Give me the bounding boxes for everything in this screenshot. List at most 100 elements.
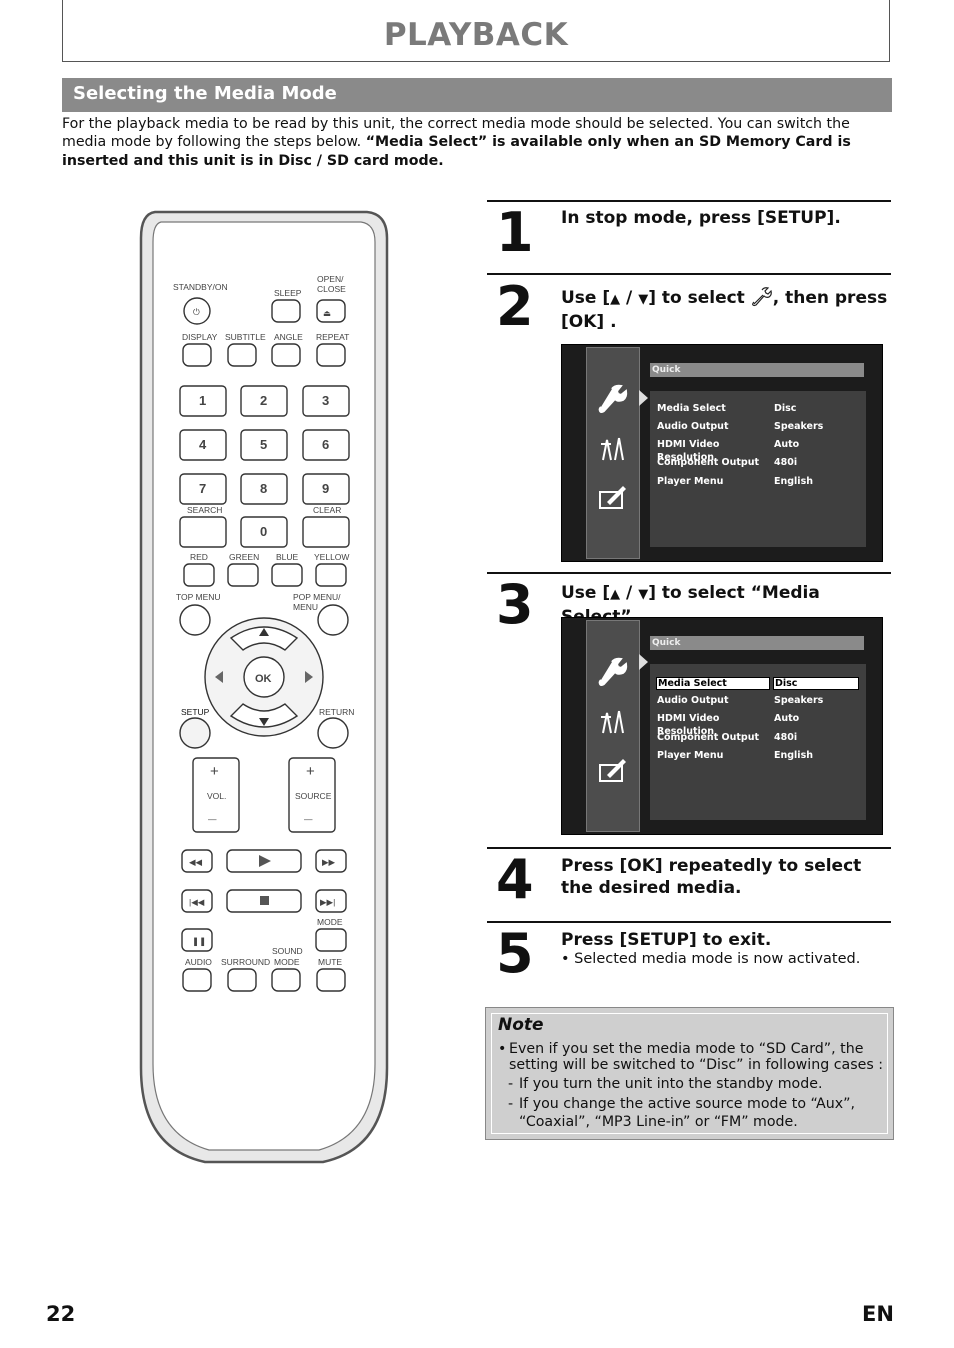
- step-2-line2: [OK] .: [561, 312, 617, 332]
- open-label: OPEN/: [317, 274, 344, 284]
- pop-menu-label-2: MENU: [293, 602, 318, 612]
- digit-5-button[interactable]: [240, 429, 288, 461]
- pop-menu-button[interactable]: [317, 604, 349, 636]
- left-arrow-icon[interactable]: [215, 671, 223, 683]
- digit-5-label: 5: [260, 437, 267, 452]
- search-button[interactable]: [179, 516, 227, 548]
- step-5-rule: [487, 921, 891, 923]
- menu-row-label: Component Output: [657, 457, 760, 468]
- digit-8-button[interactable]: [240, 473, 288, 505]
- ok-button[interactable]: [243, 656, 285, 698]
- step-5-note-text: Selected media mode is now activated.: [574, 951, 861, 967]
- note-dash-marker-2: -: [508, 1096, 514, 1112]
- green-button[interactable]: [227, 563, 259, 587]
- right-arrow-icon[interactable]: [305, 671, 313, 683]
- display-button[interactable]: [182, 343, 212, 367]
- rewind-button[interactable]: [181, 849, 213, 873]
- return-button[interactable]: [317, 717, 349, 749]
- digit-0-button[interactable]: [240, 516, 288, 548]
- step-2-rule: [487, 273, 891, 275]
- menu-row-value: English: [774, 750, 813, 761]
- standby-button[interactable]: [183, 297, 211, 325]
- repeat-button[interactable]: [316, 343, 346, 367]
- volume-minus: —: [208, 814, 217, 824]
- subtitle-button[interactable]: [227, 343, 257, 367]
- note-inner: [491, 1013, 888, 1134]
- step-1-text: In stop mode, press [SETUP].: [561, 208, 841, 228]
- digit-4-button[interactable]: [179, 429, 227, 461]
- pause-icon: ❚❚: [192, 936, 206, 947]
- fast-forward-button[interactable]: [315, 849, 347, 873]
- digit-3-button[interactable]: [302, 385, 350, 417]
- digit-6-label: 6: [322, 437, 329, 452]
- digit-3-label: 3: [322, 393, 329, 408]
- wrench-icon: [751, 287, 772, 307]
- clear-button[interactable]: [302, 516, 350, 548]
- intro-paragraph: For the playback media to be read by thi…: [62, 115, 892, 170]
- pause-button[interactable]: [181, 928, 213, 952]
- play-icon: [259, 855, 271, 867]
- digit-7-button[interactable]: [179, 473, 227, 505]
- skip-forward-button[interactable]: [315, 889, 347, 913]
- open-close-button[interactable]: [316, 299, 346, 323]
- menu-row-label: Media Select: [657, 403, 726, 414]
- digit-1-button[interactable]: [179, 385, 227, 417]
- volume-plus: +: [210, 763, 219, 780]
- quick-header: Quick: [650, 636, 864, 650]
- step-3-mid: /: [620, 583, 639, 603]
- note-dash-2-line1: If you change the active source mode to …: [519, 1096, 856, 1112]
- wrench-icon: [598, 384, 628, 413]
- source-label: SOURCE: [295, 791, 332, 801]
- top-menu-button[interactable]: [179, 604, 211, 636]
- volume-rocker[interactable]: [192, 757, 240, 833]
- digit-9-button[interactable]: [302, 473, 350, 505]
- subtitle-label: SUBTITLE: [225, 332, 266, 342]
- skip-back-button[interactable]: [181, 889, 213, 913]
- step-5-note: • Selected media mode is now activated.: [561, 951, 861, 967]
- sound-mode-button[interactable]: [271, 968, 301, 992]
- digit-0-label: 0: [260, 524, 267, 539]
- mute-button[interactable]: [316, 968, 346, 992]
- mode-button[interactable]: [315, 928, 347, 952]
- yellow-button[interactable]: [315, 563, 347, 587]
- step-1-rule: [487, 200, 891, 202]
- menu-row-label: Media Select: [656, 677, 770, 690]
- source-rocker[interactable]: [288, 757, 336, 833]
- digit-7-label: 7: [199, 481, 206, 496]
- sleep-button[interactable]: [271, 299, 301, 323]
- intro-bold-text: “Media Select” is available only when an…: [62, 134, 851, 169]
- pop-menu-label: POP MENU/: [293, 592, 341, 602]
- note-dash-marker-1: -: [508, 1076, 514, 1092]
- digit-6-button[interactable]: [302, 429, 350, 461]
- up-arrow-button[interactable]: [229, 626, 299, 651]
- sleep-label: SLEEP: [274, 288, 302, 298]
- down-arrow-button[interactable]: [229, 703, 299, 728]
- language-code: EN: [862, 1302, 894, 1326]
- surround-button[interactable]: [227, 968, 257, 992]
- menu-row-label: Component Output: [657, 732, 760, 743]
- angle-button[interactable]: [271, 343, 301, 367]
- red-button[interactable]: [183, 563, 215, 587]
- rewind-icon: ◀◀: [189, 857, 203, 867]
- step-4-number: 4: [496, 848, 534, 911]
- digit-2-button[interactable]: [240, 385, 288, 417]
- blue-button[interactable]: [271, 563, 303, 587]
- setup-button[interactable]: [179, 717, 211, 749]
- audio-button[interactable]: [182, 968, 212, 992]
- wrench-icon: [598, 657, 628, 686]
- up-triangle-icon: ▲: [610, 292, 621, 307]
- step-2-text: Use [▲ / ▼] to select , then press[OK] .: [561, 285, 891, 333]
- note-box: Note • Even if you set the media mode to…: [485, 1007, 894, 1140]
- stop-icon: [260, 896, 269, 905]
